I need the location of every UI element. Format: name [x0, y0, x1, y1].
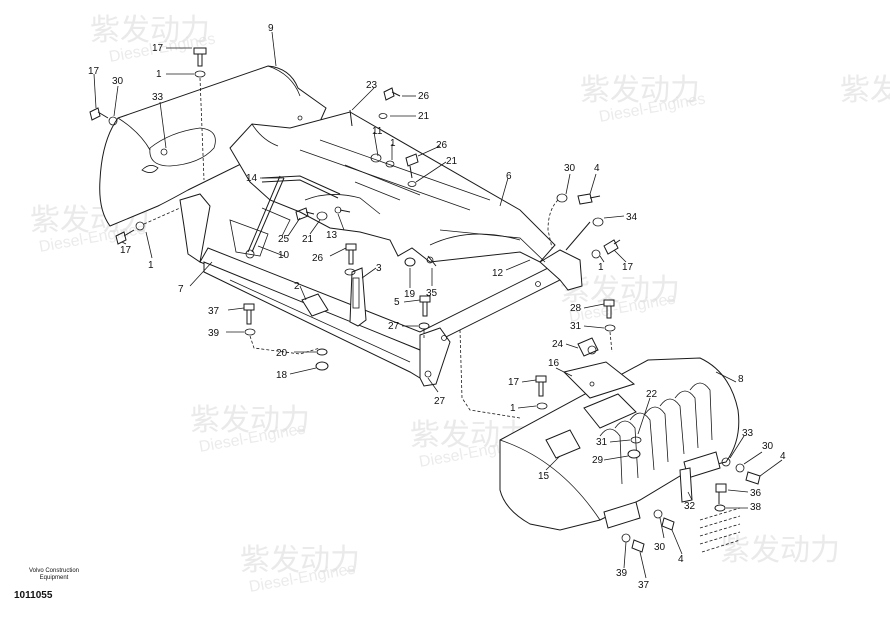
manufacturer-line-1: Volvo Construction: [28, 568, 80, 574]
watermark-4: 紫发动力 Diesel-Engines: [30, 203, 150, 256]
watermark-cn: 紫发动力: [190, 403, 310, 438]
callout-39: 39: [208, 328, 220, 339]
callout-30: 30: [654, 542, 666, 553]
callout-21: 21: [418, 111, 430, 122]
callout-10: 10: [278, 250, 290, 261]
watermark-cn: 紫发动力: [580, 73, 700, 108]
part-3-latch: [349, 267, 367, 327]
callout-37: 37: [638, 580, 650, 591]
callout-26: 26: [436, 140, 448, 151]
callout-18: 18: [276, 370, 288, 381]
callout-3: 3: [376, 263, 382, 274]
callout-17: 17: [88, 66, 100, 77]
callout-7: 7: [178, 284, 184, 295]
callout-37: 37: [208, 306, 220, 317]
watermark-cn: 紫发动力: [720, 533, 840, 568]
callout-26: 26: [312, 253, 324, 264]
callout-21: 21: [446, 156, 458, 167]
watermark-8: 紫发动力 Diesel-Engines: [240, 543, 360, 596]
callout-19: 19: [404, 289, 416, 300]
drawing-caption: Volvo Construction Equipment 1011055: [14, 568, 94, 601]
callout-17: 17: [622, 262, 634, 273]
watermark-cn: 紫发动力: [90, 13, 210, 48]
callout-17: 17: [120, 245, 132, 256]
callout-13: 13: [326, 230, 338, 241]
part-7-frame: [179, 193, 583, 387]
hardware: [89, 47, 761, 553]
callout-27: 27: [388, 321, 400, 332]
cover-louvres: [599, 382, 713, 485]
drawing-number: 1011055: [14, 590, 53, 601]
seal-pattern: [699, 507, 741, 553]
callout-15: 15: [538, 471, 550, 482]
leader-lines: [93, 31, 783, 579]
callout-30: 30: [762, 441, 774, 452]
callout-20: 20: [276, 348, 288, 359]
callout-26: 26: [418, 91, 430, 102]
callout-1: 1: [156, 69, 162, 80]
watermark-9: 紫发动力: [720, 533, 840, 568]
callout-29: 29: [592, 455, 604, 466]
callout-1: 1: [510, 403, 516, 414]
part-14-rod: [245, 175, 341, 259]
callout-14: 14: [246, 173, 258, 184]
callout-8: 8: [738, 374, 744, 385]
manufacturer-line-2: Equipment: [39, 575, 69, 581]
callout-28: 28: [570, 303, 582, 314]
callout-17: 17: [152, 43, 164, 54]
callout-38: 38: [750, 502, 762, 513]
callout-5: 5: [394, 297, 400, 308]
callout-4: 4: [594, 163, 600, 174]
callout-1: 1: [390, 138, 396, 149]
callout-9: 9: [268, 23, 274, 34]
watermark-2: 紫发动力 Diesel-Engines: [580, 73, 707, 126]
callout-4: 4: [678, 554, 684, 565]
callout-31: 31: [570, 321, 582, 332]
callout-16: 16: [548, 358, 560, 369]
callout-27: 27: [434, 396, 446, 407]
callout-6: 6: [506, 171, 512, 182]
callout-22: 22: [646, 389, 658, 400]
callout-1: 1: [148, 260, 154, 271]
part-2-bracket: [301, 293, 329, 317]
callout-11: 11: [372, 126, 383, 137]
callout-30: 30: [112, 76, 124, 87]
callout-labels: 17 17 1 9 30 33 17 1 23 26 21 11 1 26 21…: [88, 23, 786, 591]
callout-4: 4: [780, 451, 786, 462]
callout-30: 30: [564, 163, 576, 174]
callout-34: 34: [626, 212, 638, 223]
part-32-hinges: [603, 451, 721, 529]
callout-25: 25: [278, 234, 290, 245]
callout-36: 36: [750, 488, 762, 499]
callout-31: 31: [596, 437, 608, 448]
watermark-cn: 紫发动力: [840, 73, 890, 108]
watermark-6: 紫发动力 Diesel-Engines: [190, 403, 310, 456]
callout-24: 24: [552, 339, 564, 350]
watermark-cn: 紫发动力: [240, 543, 360, 578]
callout-2: 2: [294, 281, 300, 292]
callout-21: 21: [302, 234, 314, 245]
callout-1: 1: [598, 262, 604, 273]
callout-17: 17: [508, 377, 520, 388]
part-6-main-cover: [229, 111, 556, 263]
callout-23: 23: [366, 80, 378, 91]
callout-32: 32: [684, 501, 696, 512]
part-9-left-cover: [99, 65, 327, 227]
watermark-3: 紫发动力: [840, 73, 890, 108]
callout-39: 39: [616, 568, 628, 579]
callout-33: 33: [742, 428, 754, 439]
callout-33: 33: [152, 92, 164, 103]
callout-35: 35: [426, 288, 438, 299]
part-8-right-cover: [499, 357, 740, 531]
callout-12: 12: [492, 268, 504, 279]
watermark-5: 紫发动力 Diesel-Engines: [560, 273, 680, 326]
